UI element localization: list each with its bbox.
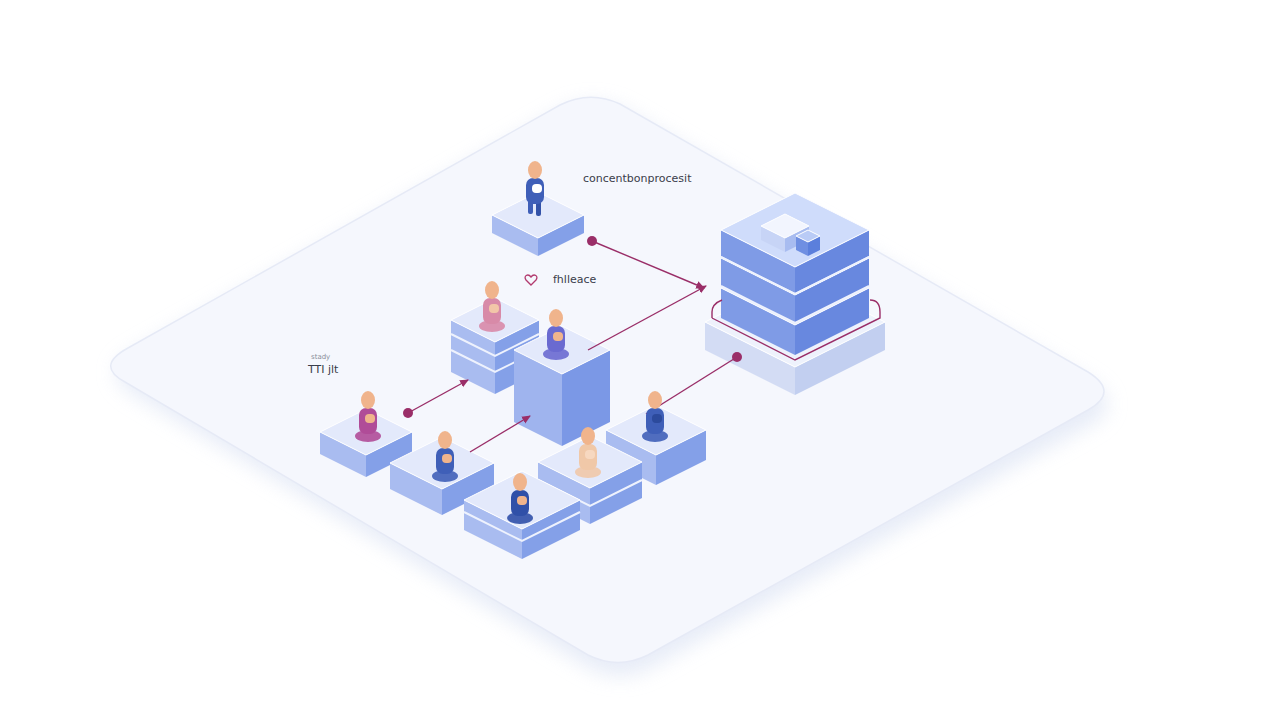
block-stripe [721,257,869,294]
connector-line [470,416,530,452]
block-top [451,298,539,342]
connector-line [408,380,468,413]
block-top [320,409,412,455]
figure-block [464,471,580,559]
person-figure [507,473,533,524]
floating-label: stady [311,353,330,361]
block-stripe [464,512,580,541]
floating-label: fhlleace [553,273,596,286]
server-layer [721,193,869,293]
person-figure [355,391,381,442]
figure-block [514,326,610,446]
connector-line [588,286,706,350]
figures [355,161,668,524]
connector-line [592,241,704,288]
connector-dot [732,352,742,362]
connector-dot [587,236,597,246]
block-top [514,326,610,374]
block-stripe [721,286,869,323]
person-figure [642,391,668,442]
server-ring [712,300,722,318]
block-top [796,230,820,242]
heart-icon [525,275,537,285]
server-module [796,230,820,256]
person-figure [479,281,505,332]
floating-label: concentbonprocesit [583,172,691,185]
person-figure [543,309,569,360]
server-ring [712,300,880,360]
connector-dot [403,408,413,418]
person-figure [432,431,458,482]
person-figure [575,427,601,478]
floating-label: TTI jlt [308,363,338,376]
platform [111,97,1104,662]
blocks [320,192,885,559]
connector-lines [403,236,880,452]
connector-line [646,357,737,414]
person-figure [526,161,544,216]
block-top [721,193,869,267]
block-top [606,405,706,455]
